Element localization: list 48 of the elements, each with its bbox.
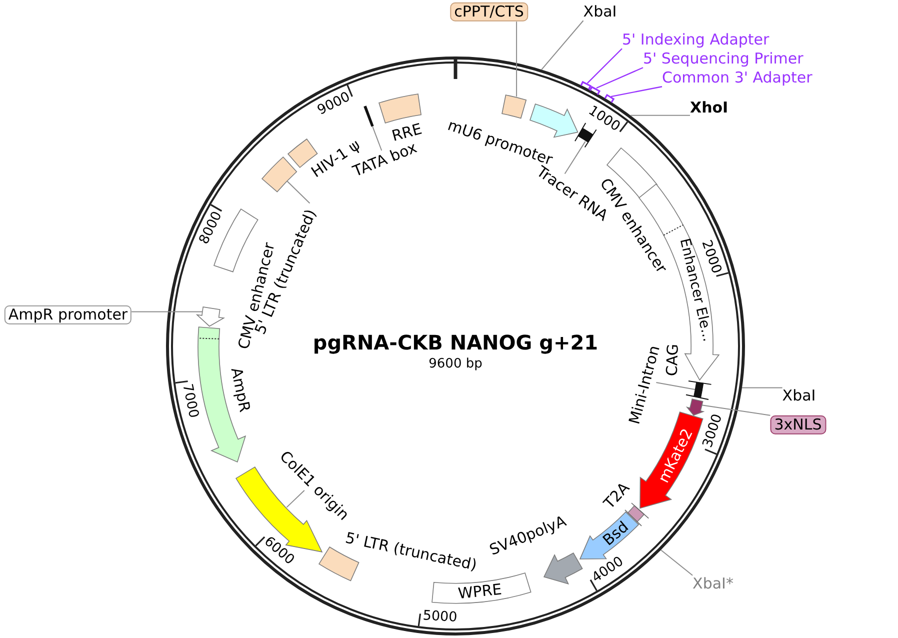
leader-line [372,126,382,151]
plasmid-length: 9600 bp [428,358,482,372]
leader-line [741,387,783,388]
leader-line [586,48,622,84]
primer-label: 5' Sequencing Primer [643,50,804,68]
leader-line [610,86,662,98]
feature-label: AmpR [227,366,253,414]
position-label: 2000 [698,238,724,276]
primer-label: 5' Indexing Adapter [622,31,770,49]
primer-mark [590,86,601,95]
feature-tag: cPPT/CTS [450,2,528,22]
leader-line [131,311,203,312]
plasmid-name: pgRNA-CKB NANOG g+21 [312,332,598,354]
leader-line [660,550,694,576]
feature-label: WPRE [458,580,504,603]
position-label: 9000 [314,90,352,118]
feature-label: T2A [600,480,634,512]
feature-bar [686,380,712,400]
leader-line [286,490,305,508]
position-label: 5000 [422,608,458,625]
restriction-site-label: XhoI [690,99,728,117]
primer-mark [580,81,592,90]
feature-label: Bsd [600,518,632,550]
position-label: 7000 [179,382,201,420]
leader-line [702,404,771,416]
leader-line [286,180,310,204]
directional-feature [686,398,704,416]
feature-label: RRE [390,120,424,146]
feature-label: CAG [664,344,682,376]
position-label: 8000 [197,209,226,247]
leader-line [596,67,644,89]
leader-line [630,114,690,116]
restriction-site-label: XbaI* [692,575,734,593]
directional-feature [196,307,225,328]
leader-line [656,382,696,390]
leader-line [516,21,518,98]
feature-tag: 3xNLS [770,415,826,435]
feature-tag: AmpR promoter [4,305,132,325]
restriction-site-label: XbaI [782,387,816,405]
position-label: 3000 [700,412,726,450]
feature-bar [364,106,374,127]
feature-box [261,156,297,192]
primer-label: Common 3' Adapter [662,69,812,87]
restriction-site-label: XbaI [583,3,617,21]
leader-line [564,140,586,174]
leader-line [541,20,584,70]
feature-box [502,94,527,119]
primer-mark [604,94,615,104]
